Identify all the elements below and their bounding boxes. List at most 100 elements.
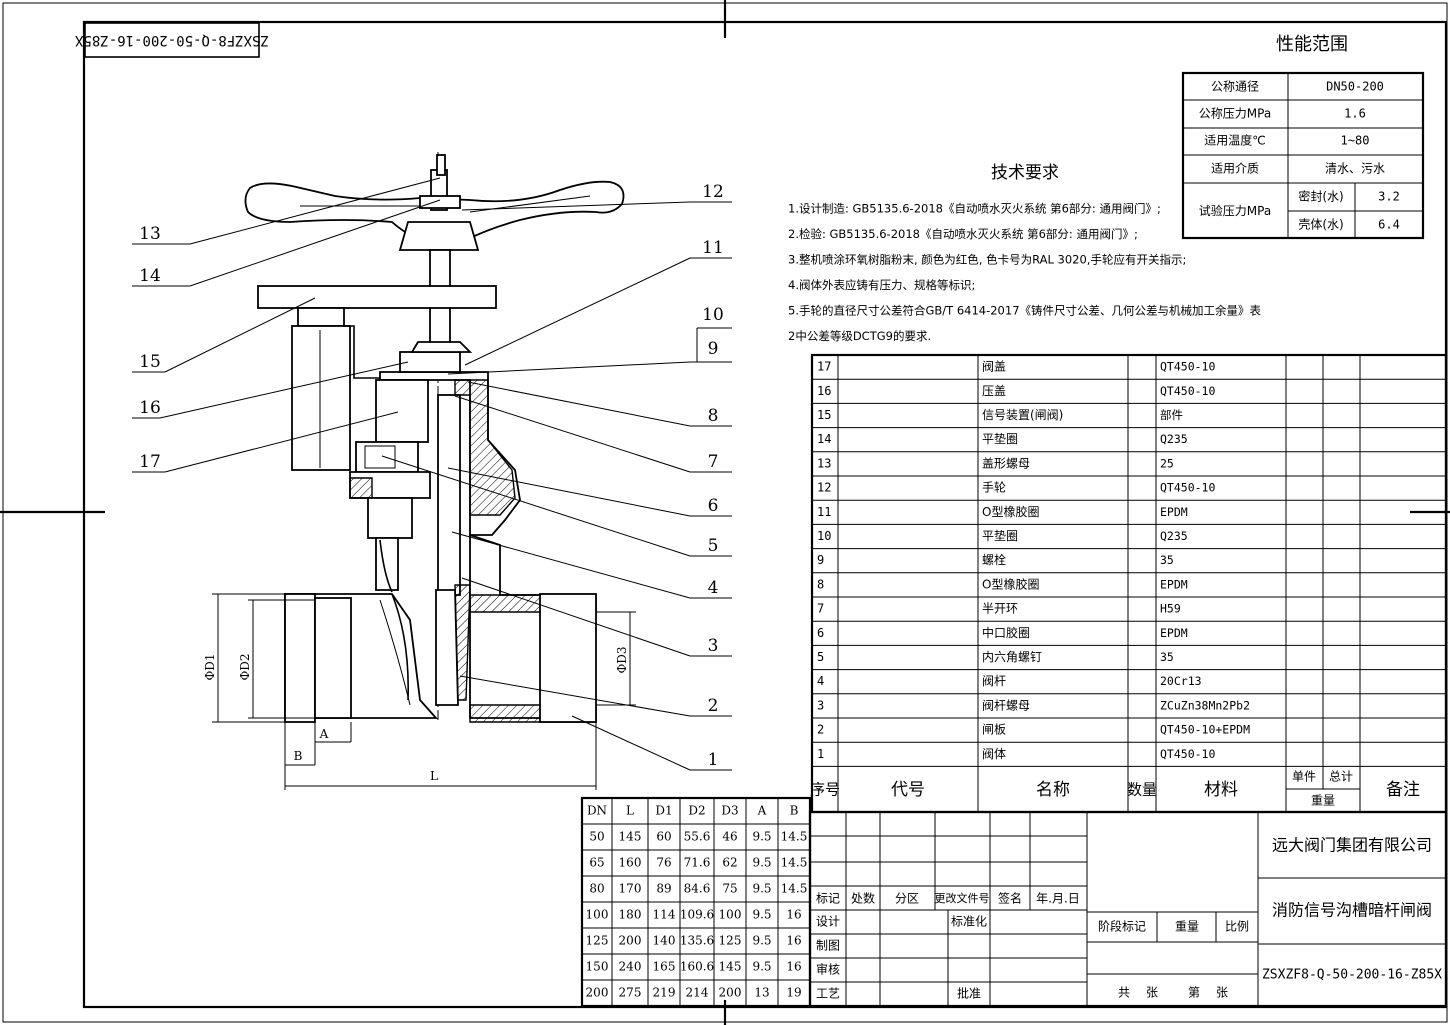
dim-table-cell: 13: [754, 986, 769, 1000]
callout-12: 12: [702, 182, 724, 202]
performance-value: 1~80: [1341, 134, 1370, 148]
bom-item-number: 2: [817, 723, 824, 737]
bom-item-number: 7: [817, 602, 824, 616]
bom-item-name: 半开环: [982, 602, 1018, 616]
dim-table-cell: 214: [686, 986, 709, 1000]
tb-drawing-code: ZSXZF8-Q-50-200-16-Z85X: [1262, 968, 1442, 983]
bom-item-material: QT450-10: [1160, 360, 1215, 374]
rotated-drawing-code: ZSXZF8-Q-50-200-16-Z85X: [75, 32, 269, 48]
bom-item-name: O型橡胶圈: [982, 576, 1039, 591]
dim-table-cell: 9.5: [752, 882, 771, 896]
bom-item-number: 15: [817, 408, 831, 422]
bom-item-name: 信号装置(闸阀): [982, 408, 1063, 422]
dim-label-b: B: [294, 749, 303, 763]
bom-item-number: 8: [817, 577, 824, 591]
dim-table-cell: 160.6: [680, 960, 714, 974]
dim-table-cell: 200: [719, 986, 742, 1000]
tb-date: 年.月.日: [1036, 892, 1080, 906]
dimension-lines: ΦD1 ΦD2 ΦD3 A B L: [203, 593, 636, 790]
bom-item-number: 12: [817, 481, 831, 495]
tb-mark: 标记: [816, 892, 840, 906]
tb-sign: 签名: [998, 891, 1022, 906]
dim-table-cell: 125: [719, 934, 742, 948]
dim-table-header: L: [626, 804, 634, 818]
callout-1: 1: [708, 750, 719, 770]
tech-requirement-line: 4.阀体外表应铸有压力、规格等标识;: [788, 278, 975, 292]
dim-table-header: D2: [688, 804, 705, 818]
bom-item-material: QT450-10+EPDM: [1160, 723, 1250, 737]
bom-header-remark: 备注: [1386, 780, 1420, 800]
dim-table-header: D3: [721, 804, 738, 818]
bom-item-number: 11: [817, 505, 831, 519]
bom-item-number: 1: [817, 747, 824, 761]
bom-item-material: Q235: [1160, 529, 1188, 543]
tb-standard: 标准化: [951, 915, 987, 929]
callout-13: 13: [139, 224, 161, 244]
bom-item-material: 部件: [1160, 408, 1183, 422]
tech-requirement-line: 3.整机喷涂环氧树脂粉末, 颜色为红色, 色卡号为RAL 3020,手轮应有开关…: [788, 253, 1186, 267]
dim-table-header: D1: [655, 804, 672, 818]
bom-header-unit: 单件: [1292, 770, 1316, 784]
dim-table-cell: 9.5: [752, 934, 771, 948]
bom-header-weight: 重量: [1311, 794, 1335, 808]
dim-table-cell: 14.5: [781, 882, 808, 896]
rotated-code-box: ZSXZF8-Q-50-200-16-Z85X: [75, 22, 269, 58]
bom-item-number: 16: [817, 384, 831, 398]
dim-table-header: B: [790, 804, 799, 818]
performance-label: 公称压力MPa: [1199, 107, 1271, 121]
bom-item-number: 13: [817, 456, 831, 470]
dim-label-a: A: [319, 727, 329, 741]
bom-header-code: 代号: [891, 780, 925, 800]
dim-label-d1: ΦD1: [203, 653, 217, 680]
dim-table-cell: 80: [589, 882, 604, 896]
bom-item-name: 内六角螺钉: [982, 650, 1042, 664]
performance-title: 性能范围: [1276, 34, 1348, 55]
dim-table-cell: 71.6: [684, 856, 711, 870]
tb-sheet-no: 第: [1188, 986, 1200, 1000]
performance-value: DN50-200: [1326, 80, 1384, 94]
dim-table-cell: 14.5: [781, 830, 808, 844]
bom-item-number: 3: [817, 698, 824, 712]
callout-5: 5: [708, 536, 719, 556]
dim-table-cell: 62: [722, 856, 737, 870]
dim-table-cell: 114: [653, 908, 676, 922]
dim-table-header: DN: [587, 804, 607, 818]
callout-6: 6: [708, 496, 719, 516]
bom-item-name: 盖形螺母: [982, 456, 1030, 470]
dim-table-cell: 275: [619, 986, 642, 1000]
tb-drawing: 制图: [816, 939, 840, 953]
performance-label: 适用介质: [1211, 162, 1259, 176]
test-pressure-value: 3.2: [1378, 190, 1400, 204]
bom-item-material: 20Cr13: [1160, 674, 1202, 688]
tb-zone: 分区: [895, 892, 919, 906]
bom-item-number: 4: [817, 674, 824, 688]
dim-label-d3: ΦD3: [615, 646, 629, 673]
bom-item-name: O型橡胶圈: [982, 504, 1039, 519]
dim-table-cell: 135.6: [680, 934, 714, 948]
tb-company: 远大阀门集团有限公司: [1272, 836, 1432, 855]
dim-table-cell: 125: [586, 934, 609, 948]
dim-table-cell: 14.5: [781, 856, 808, 870]
tb-design: 设计: [816, 915, 840, 929]
dim-table-cell: 145: [619, 830, 642, 844]
callout-17: 17: [139, 452, 161, 472]
test-pressure-label: 试验压力MPa: [1199, 203, 1271, 218]
bom-item-material: EPDM: [1160, 626, 1188, 640]
tech-requirement-line: 5.手轮的直径尺寸公差符合GB/T 6414-2017《铸件尺寸公差、几何公差与…: [788, 304, 1262, 318]
bom-item-material: Q235: [1160, 432, 1188, 446]
bom-item-number: 9: [817, 553, 824, 567]
dim-table-cell: 9.5: [752, 908, 771, 922]
callout-16: 16: [139, 398, 161, 418]
bom-header-no: 序号: [810, 781, 840, 799]
dim-table-cell: 60: [656, 830, 671, 844]
dim-table-cell: 100: [719, 908, 742, 922]
tb-weight: 重量: [1175, 920, 1199, 934]
tb-stage: 阶段标记: [1098, 919, 1146, 934]
bom-header-name: 名称: [1036, 780, 1070, 800]
dim-table-cell: 180: [619, 908, 642, 922]
performance-label: 适用温度℃: [1204, 133, 1265, 148]
callout-7: 7: [708, 452, 719, 472]
